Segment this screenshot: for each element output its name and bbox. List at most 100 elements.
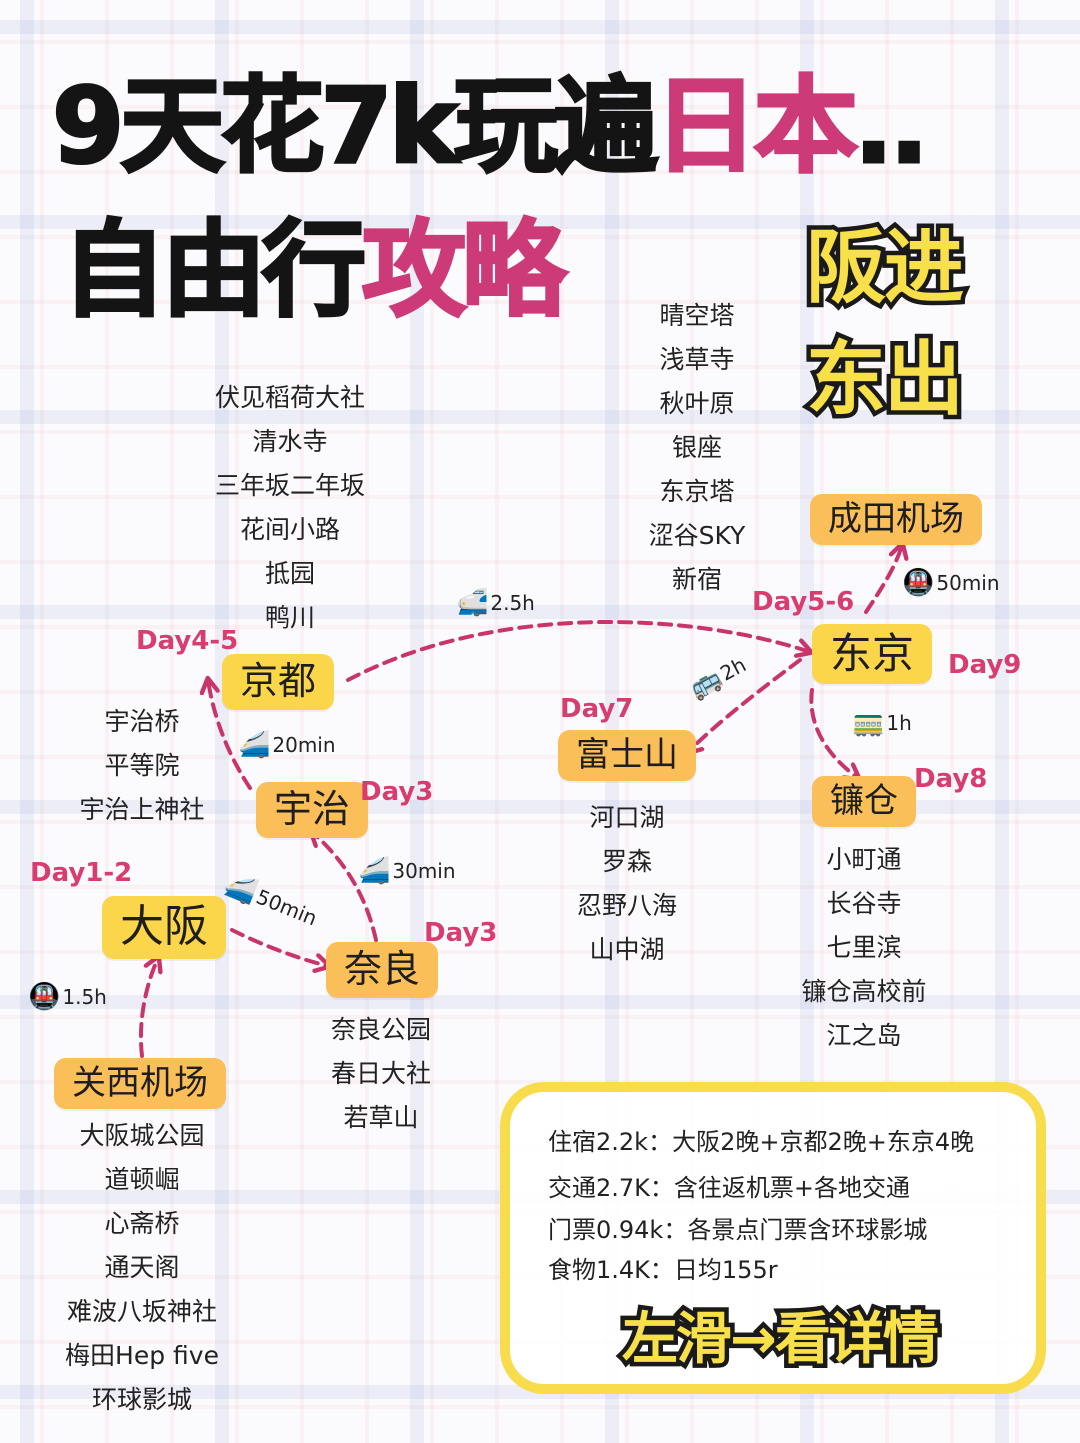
- city-fuji: 富士山: [558, 730, 696, 782]
- title-black: 9天花7k玩遍: [51, 65, 660, 187]
- list-item: 浅草寺: [659, 345, 735, 374]
- list-item: 江之岛: [826, 1021, 902, 1050]
- list-item: 梅田Hep five: [65, 1341, 219, 1370]
- list-item: 环球影城: [91, 1385, 192, 1414]
- list-item: 通天阁: [104, 1253, 180, 1282]
- route-kansai-osaka: [138, 958, 158, 1058]
- day-label-narita: Day5-6: [752, 587, 855, 617]
- spots-osaka: 大阪城公园 道顿崛 心斋桥 通天阁 难波八坂神社 梅田Hep five 环球影城: [52, 1114, 232, 1422]
- route-nara-uji: [312, 832, 378, 942]
- list-item: 春日大社: [330, 1059, 431, 1088]
- city-kansai-airport: 关西机场: [54, 1058, 226, 1110]
- list-item: 抵园: [264, 559, 315, 588]
- stamp-line-1: 阪进: [802, 221, 969, 314]
- time-nara-uji: 30min: [392, 859, 456, 883]
- list-item: 清水寺: [252, 427, 328, 456]
- day-label-uji: Day3: [360, 777, 434, 807]
- list-item: 秋叶原: [659, 389, 735, 418]
- list-item: 涩谷SKY: [648, 521, 746, 550]
- spots-uji: 宇治桥 平等院 宇治上神社: [64, 700, 220, 832]
- list-item: 大阪城公园: [79, 1121, 205, 1150]
- transport-kyoto-tokyo: 🚅2.5h: [456, 590, 535, 616]
- route-osaka-nara: [230, 928, 328, 966]
- city-kamakura: 镰仓: [812, 776, 916, 828]
- route-tokyo-narita: [864, 545, 902, 614]
- day-label-kamakura: Day8: [914, 764, 988, 794]
- time-uji-kyoto: 20min: [272, 733, 336, 757]
- time-kansai-osaka: 1.5h: [62, 985, 107, 1009]
- day-label-tokyo: Day9: [948, 650, 1022, 680]
- tram-icon: 🚃: [852, 708, 885, 738]
- day-label-nara: Day3: [424, 918, 498, 948]
- list-item: 平等院: [104, 751, 180, 780]
- transport-tokyo-kamakura: 🚃1h: [852, 710, 912, 736]
- day-label-kyoto: Day4-5: [136, 626, 239, 656]
- budget-box: 住宿2.2k：大阪2晚+京都2晚+东京4晚 交通2.7K：含往返机票+各地交通 …: [500, 1082, 1046, 1394]
- swipe-hint: 左滑→看详情: [618, 1307, 944, 1372]
- transport-tokyo-fuji: 🚌2h: [684, 651, 750, 704]
- transport-kansai-osaka: 🚇1.5h: [28, 984, 107, 1010]
- route-tokyo-kamakura: [809, 688, 858, 778]
- day-label-osaka: Day1-2: [30, 858, 133, 888]
- list-item: 七里滨: [826, 933, 902, 962]
- budget-row-food: 食物1.4K：日均155r: [548, 1256, 778, 1284]
- list-item: 伏见稻荷大社: [214, 383, 365, 412]
- list-item: 宇治桥: [104, 707, 180, 736]
- city-tokyo: 东京: [812, 624, 933, 685]
- list-item: 心斋桥: [104, 1209, 180, 1238]
- list-item: 难波八坂神社: [66, 1297, 217, 1326]
- train-icon: 🚄: [358, 856, 391, 886]
- list-item: 罗森: [601, 847, 652, 876]
- list-item: 道顿崛: [104, 1165, 180, 1194]
- list-item: 东京塔: [659, 477, 735, 506]
- day-label-fuji: Day7: [560, 694, 634, 724]
- list-item: 河口湖: [589, 803, 665, 832]
- metro-icon: 🚇: [902, 568, 935, 598]
- metro-icon: 🚇: [28, 982, 61, 1012]
- list-item: 花间小路: [239, 515, 340, 544]
- subtitle-black: 自由行: [60, 209, 367, 331]
- spots-fuji: 河口湖 罗森 忍野八海 山中湖: [556, 796, 698, 972]
- time-tokyo-narita: 50min: [936, 571, 1000, 595]
- city-nara: 奈良: [326, 942, 439, 998]
- list-item: 忍野八海: [576, 891, 677, 920]
- list-item: 若草山: [343, 1103, 419, 1132]
- budget-row-lodging: 住宿2.2k：大阪2晚+京都2晚+东京4晚: [548, 1128, 975, 1156]
- list-item: 银座: [671, 433, 722, 462]
- page-subtitle: 自由行攻略: [60, 217, 567, 324]
- list-item: 镰仓高校前: [801, 977, 927, 1006]
- train-icon: 🚄: [238, 730, 271, 760]
- city-uji: 宇治: [256, 782, 369, 838]
- transport-nara-uji: 🚄30min: [358, 858, 456, 884]
- spots-kyoto: 伏见稻荷大社 清水寺 三年坂二年坂 花间小路 抵园 鸭川: [190, 376, 390, 640]
- list-item: 宇治上神社: [79, 795, 205, 824]
- list-item: 山中湖: [589, 935, 665, 964]
- time-tokyo-kamakura: 1h: [886, 711, 912, 735]
- list-item: 长谷寺: [826, 889, 902, 918]
- list-item: 奈良公园: [330, 1015, 431, 1044]
- spots-tokyo: 晴空塔 浅草寺 秋叶原 银座 东京塔 涩谷SKY 新宿: [626, 294, 768, 602]
- title-dots: ..: [852, 65, 930, 187]
- stamp-line-2: 东出: [802, 333, 969, 426]
- page-title: 9天花7k玩遍日本..: [51, 73, 931, 180]
- shinkansen-icon: 🚅: [456, 588, 489, 618]
- subtitle-pink: 攻略: [361, 209, 568, 331]
- transport-tokyo-narita: 🚇50min: [902, 570, 1000, 596]
- title-pink: 日本: [652, 65, 859, 187]
- list-item: 三年坂二年坂: [214, 471, 365, 500]
- time-osaka-nara: 50min: [252, 884, 321, 931]
- spots-kamakura: 小町通 长谷寺 七里滨 镰仓高校前 江之岛: [782, 838, 946, 1058]
- list-item: 鸭川: [264, 603, 315, 632]
- list-item: 小町通: [826, 845, 902, 874]
- budget-row-tickets: 门票0.94k：各景点门票含环球影城: [548, 1216, 928, 1244]
- city-kyoto: 京都: [222, 654, 335, 710]
- budget-row-transport: 交通2.7K：含往返机票+各地交通: [548, 1174, 911, 1202]
- city-osaka: 大阪: [102, 896, 226, 959]
- list-item: 新宿: [671, 565, 722, 594]
- time-kyoto-tokyo: 2.5h: [490, 591, 535, 615]
- list-item: 晴空塔: [659, 301, 735, 330]
- transport-uji-kyoto: 🚄20min: [238, 732, 336, 758]
- spots-nara: 奈良公园 春日大社 若草山: [316, 1008, 446, 1140]
- city-narita: 成田机场: [810, 494, 982, 546]
- transport-osaka-nara: 🚄50min: [220, 869, 321, 932]
